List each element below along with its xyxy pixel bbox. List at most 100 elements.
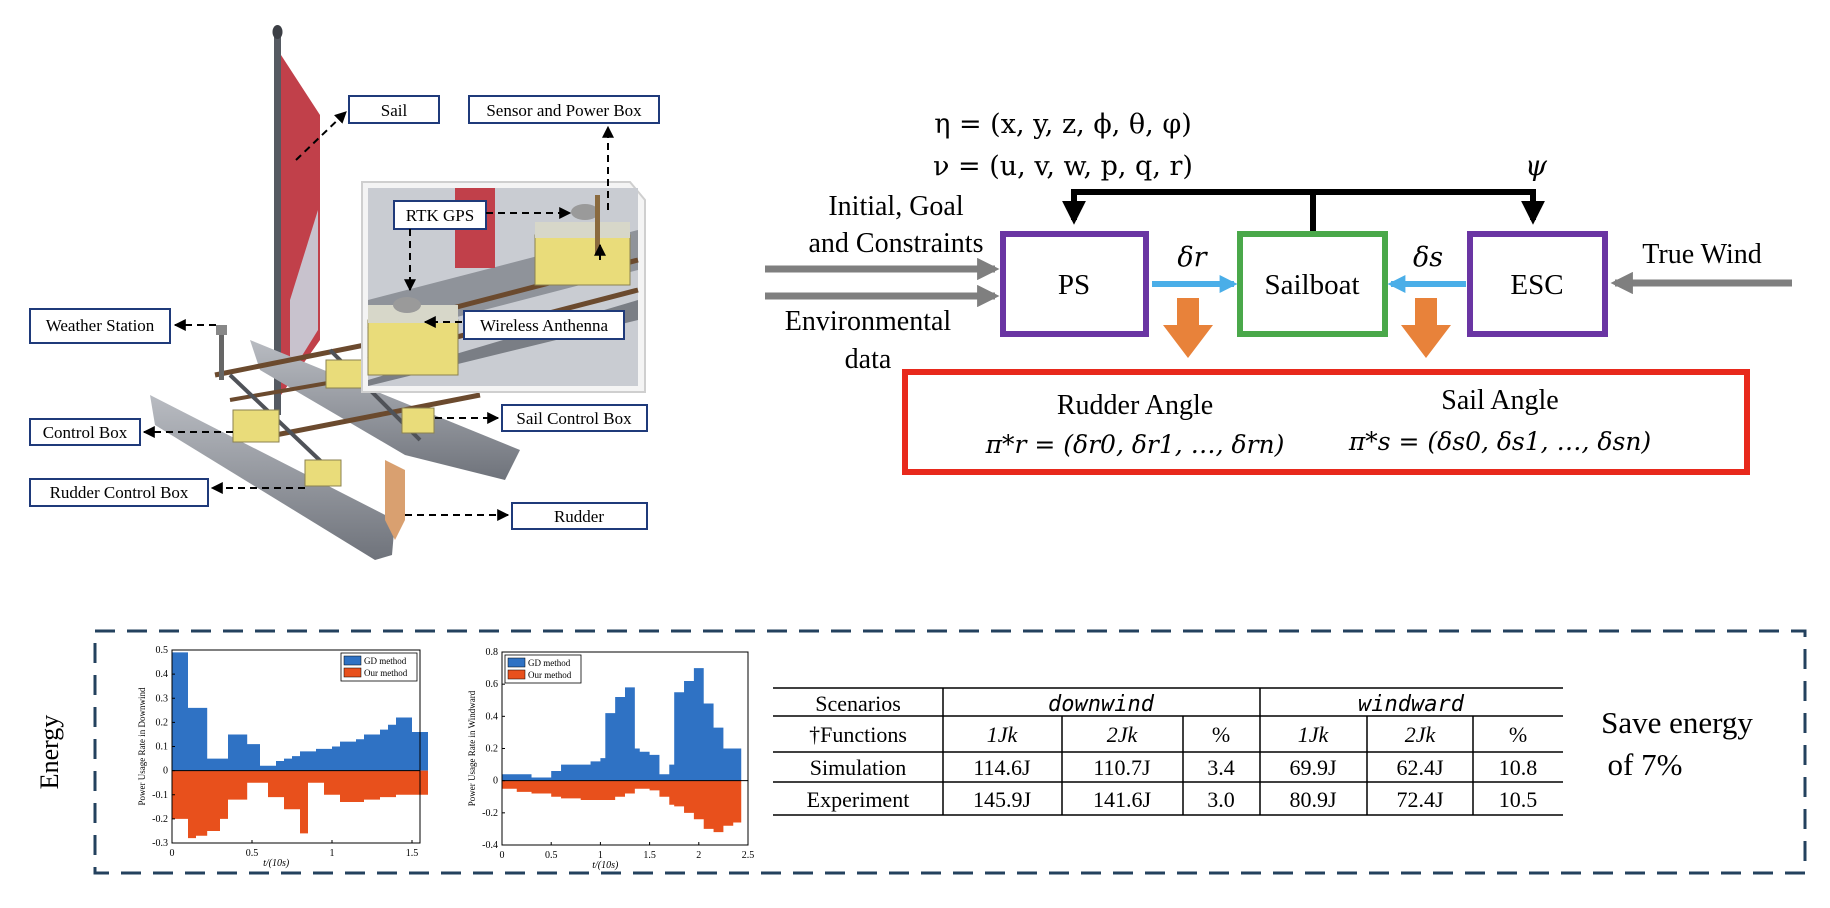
wireless-antenna-label: Wireless Anthenna [480, 316, 609, 335]
beam-4 [228, 373, 332, 472]
control-box-shape [232, 409, 280, 443]
sailboat-block [1237, 231, 1388, 337]
esc-label: ESC [1510, 269, 1563, 301]
control-box-label: Control Box [43, 423, 128, 442]
y-tick-label: 0.3 [156, 693, 169, 704]
sail-window [290, 210, 318, 375]
table-row-label: Experiment [807, 787, 910, 812]
x-tick-label: 1.5 [643, 850, 656, 861]
energy-dashed-frame [93, 629, 1807, 875]
table-cell: 3.4 [1207, 755, 1235, 780]
environmental-data-text: data [845, 344, 892, 375]
table-cell: 10.8 [1499, 755, 1538, 780]
sensor-power-box-label: Sensor and Power Box [486, 101, 642, 120]
sail-control-box-label-box [501, 404, 648, 432]
delta-r-label: δr [1177, 242, 1208, 273]
table-cell: 114.6J [973, 755, 1031, 780]
sail-control-box-label: Sail Control Box [516, 409, 632, 428]
table-header-scenarios: Scenarios [815, 691, 901, 716]
inset-gps-right [571, 204, 599, 220]
x-axis-label: t/(10s) [592, 860, 619, 871]
rudder-control-box-shape [304, 459, 342, 487]
y-tick-label: 0.1 [156, 742, 169, 753]
table-sub-header: 1Jk [1298, 722, 1330, 747]
boat-illustration: Sail Sensor and Power Box RTK GPS Wirele… [29, 25, 660, 560]
y-tick-label: 0.5 [156, 645, 169, 656]
table-cell: 72.4J [1396, 787, 1444, 812]
table-cell: 3.0 [1207, 787, 1235, 812]
x-axis-label: t/(10s) [263, 858, 290, 869]
inset-antenna [595, 195, 600, 255]
series-area-our-method [502, 780, 742, 833]
y-tick-label: -0.1 [152, 790, 168, 801]
x-tick-label: 0.5 [545, 850, 558, 861]
table-cell: 10.5 [1499, 787, 1538, 812]
hull-back [250, 340, 520, 480]
y-axis-label: Power Usage Rate in Windward [467, 690, 477, 806]
inset-box-left [367, 319, 459, 376]
legend-swatch [507, 669, 526, 680]
rtk-gps-label: RTK GPS [406, 206, 474, 225]
x-tick-label: 1 [598, 850, 603, 861]
sail-control-box-shape [401, 407, 435, 434]
weather-station-label-box [29, 308, 171, 344]
esc-output-arrow [1401, 298, 1451, 358]
x-tick-label: 1 [330, 848, 335, 859]
y-tick-label: 0.6 [486, 679, 499, 690]
x-tick-label: 1.5 [406, 848, 419, 859]
legend-swatch [507, 657, 526, 668]
sensor-power-box-label-box [468, 95, 660, 124]
weather-station-label: Weather Station [46, 316, 155, 335]
inset-gps-left [393, 297, 421, 313]
rudder-shape [385, 460, 405, 540]
series-area-our-method [172, 770, 428, 839]
x-tick-label: 0 [170, 848, 175, 859]
y-tick-label: 0.8 [486, 647, 499, 658]
weather-station-pole [219, 330, 224, 380]
ps-block [1000, 231, 1149, 337]
rudder-control-box-label-box [29, 478, 209, 507]
table-sub-header: % [1212, 722, 1230, 747]
table-header-downwind: downwind [1048, 692, 1155, 717]
y-tick-label: -0.2 [152, 814, 168, 825]
esc-block [1467, 231, 1608, 337]
y-tick-label: -0.3 [152, 838, 168, 849]
table-sub-header: 1Jk [987, 722, 1019, 747]
table-functions-header: †Functions [809, 722, 907, 747]
ps-label: PS [1058, 269, 1090, 301]
y-tick-label: 0.4 [486, 711, 499, 722]
wireless-antenna-label-box [463, 310, 625, 340]
initial-goal-text: Initial, Goal [828, 191, 964, 222]
inset-box-right-top [535, 222, 630, 238]
sail-angle-title: Sail Angle [1441, 385, 1558, 416]
legend-entry: Our method [364, 668, 408, 678]
legend-swatch [343, 667, 362, 678]
sensor-box-shape [325, 359, 367, 389]
eta-equation: η = (x, y, z, ϕ, θ, φ) [934, 109, 1192, 140]
legend-entry: GD method [528, 658, 571, 668]
y-tick-label: 0.4 [156, 669, 169, 680]
psi-symbol: ψ [1525, 149, 1548, 182]
constraints-text: and Constraints [809, 228, 984, 259]
rudder-label: Rudder [554, 507, 604, 526]
y-tick-label: 0.2 [486, 744, 499, 755]
rudder-angle-title: Rudder Angle [1057, 390, 1213, 421]
mast-top [272, 25, 283, 39]
environmental-text: Environmental [785, 306, 952, 337]
mast [274, 30, 281, 415]
control-block-diagram: η = (x, y, z, ϕ, θ, φ) ν = (u, v, w, p, … [765, 109, 1792, 475]
series-area-gd-method [502, 668, 742, 781]
table-row-label: Simulation [810, 755, 907, 780]
y-tick-label: 0 [493, 776, 498, 787]
save-energy-line2: of 7% [1608, 747, 1683, 782]
y-axis-label: Power Usage Rate in Downwind [137, 687, 147, 805]
nu-equation: ν = (u, v, w, p, q, r) [933, 151, 1193, 182]
energy-table: Scenarios downwind windward †Functions 1… [773, 687, 1563, 816]
x-tick-label: 0.5 [246, 848, 259, 859]
rudder-angle-equation: π*r = (δr0, δr1, …, δrn) [985, 430, 1285, 459]
y-tick-label: 0 [163, 766, 168, 777]
rtk-gps-label-box [393, 200, 487, 230]
energy-label: Energy [35, 715, 64, 790]
